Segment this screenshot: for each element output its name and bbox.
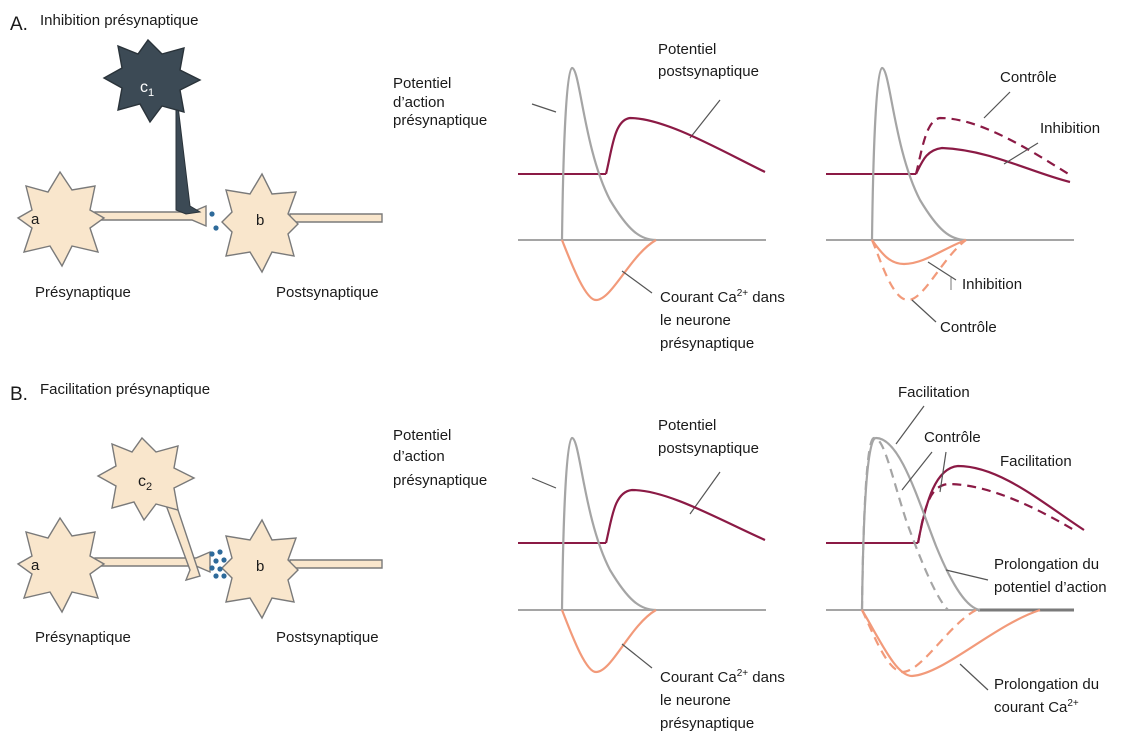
psp-leader-line bbox=[689, 99, 721, 139]
postsynaptic-label: Postsynaptique bbox=[276, 284, 379, 301]
right-prolongation-ap-label: Prolongation du potentiel d’action bbox=[994, 556, 1107, 596]
psp-trace bbox=[604, 116, 766, 175]
neuron-b-label: b bbox=[256, 212, 264, 229]
inhibited-calcium-trace bbox=[871, 238, 967, 266]
panel-a: A. Inhibition présynaptique a b c1 Présy… bbox=[10, 12, 1100, 352]
inhibitory-axon bbox=[167, 98, 202, 215]
vesicle bbox=[213, 225, 219, 231]
right-control-label: Contrôle bbox=[924, 429, 981, 446]
control-psp-trace bbox=[916, 482, 1075, 544]
leader-line bbox=[895, 405, 925, 445]
panel-a-letter: A. bbox=[10, 14, 28, 35]
postsynaptic-axon bbox=[289, 559, 383, 569]
leader-line bbox=[945, 569, 989, 581]
right-inhibition-top-label: Inhibition bbox=[1040, 120, 1100, 137]
postsynaptic-neuron-b bbox=[221, 172, 299, 274]
leader-line bbox=[901, 451, 933, 491]
vesicle bbox=[209, 211, 215, 217]
ap-leader-line bbox=[531, 103, 557, 113]
psp-label: Potentiel postsynaptique bbox=[658, 417, 759, 457]
ca-leader-line bbox=[621, 643, 653, 669]
panel-a-middle-traces: Potentiel d’action présynaptique Potenti… bbox=[393, 41, 789, 352]
ca-label: Courant Ca2+ dans le neurone présynaptiq… bbox=[660, 668, 789, 732]
right-facilitation-psp-label: Facilitation bbox=[1000, 453, 1072, 470]
neuron-a-label: a bbox=[31, 557, 40, 574]
right-facilitation-top-label: Facilitation bbox=[898, 384, 970, 401]
leader-line bbox=[983, 91, 1011, 119]
ap-label: Potentiel d’action présynaptique bbox=[393, 75, 487, 129]
right-control-bottom-label: Contrôle bbox=[940, 319, 997, 336]
leader-line bbox=[959, 663, 989, 691]
leader-line bbox=[939, 451, 947, 493]
panel-b-right-traces: Facilitation Contrôle Facilitation Prolo… bbox=[826, 384, 1107, 716]
presynaptic-neuron-a bbox=[16, 516, 106, 614]
ca-label: Courant Ca2+ dans le neurone présynaptiq… bbox=[660, 288, 789, 352]
panel-b-middle-traces: Potentiel d’action présynaptique Potenti… bbox=[393, 417, 789, 732]
inhibited-psp-trace bbox=[915, 146, 1071, 184]
panel-a-right-traces: Contrôle Inhibition Inhibition Contrôle bbox=[826, 66, 1100, 336]
neuron-b-label: b bbox=[256, 558, 264, 575]
right-inhibition-bottom-label: Inhibition bbox=[962, 276, 1022, 293]
neuron-c2-label: c2 bbox=[138, 473, 152, 493]
presynaptic-label: Présynaptique bbox=[35, 284, 131, 301]
ap-leader-line bbox=[531, 477, 557, 489]
control-psp-trace bbox=[914, 116, 1071, 176]
calcium-current-trace bbox=[560, 609, 657, 674]
facilitated-psp-trace bbox=[916, 464, 1085, 544]
leader-line bbox=[1003, 142, 1039, 165]
ap-label: Potentiel d’action présynaptique bbox=[393, 427, 487, 489]
calcium-current-trace bbox=[560, 239, 657, 302]
right-prolongation-ca-label: Prolongation du courant Ca2+ bbox=[994, 676, 1103, 716]
prolonged-calcium-trace bbox=[861, 608, 1041, 678]
psp-label: Potentiel postsynaptique bbox=[658, 41, 759, 80]
postsynaptic-neuron-b bbox=[221, 518, 299, 620]
prolonged-ap-trace bbox=[860, 436, 981, 612]
action-potential-trace bbox=[560, 436, 657, 612]
neuron-a-label: a bbox=[31, 211, 40, 228]
inhibitory-neuron-c1 bbox=[102, 38, 202, 124]
presynaptic-label: Présynaptique bbox=[35, 629, 131, 646]
ca-leader-line bbox=[621, 270, 653, 294]
panel-b: B. Facilitation présynaptique a b c2 Pré… bbox=[10, 381, 1107, 732]
postsynaptic-axon bbox=[289, 213, 383, 223]
action-potential-trace-right bbox=[870, 66, 967, 242]
neuron-c1-label: c1 bbox=[140, 79, 154, 99]
psp-trace bbox=[604, 488, 766, 544]
panel-a-neuron-schematic: a b c1 Présynaptique Postsynaptique bbox=[16, 38, 383, 301]
action-potential-trace bbox=[560, 66, 657, 242]
facilitatory-neuron-c2 bbox=[96, 436, 196, 522]
panel-a-title: Inhibition présynaptique bbox=[40, 12, 198, 29]
panel-b-neuron-schematic: a b c2 Présynaptique Postsynaptique bbox=[16, 436, 383, 646]
vesicle-cluster bbox=[209, 549, 227, 579]
panel-b-letter: B. bbox=[10, 384, 28, 405]
presynaptic-neuron-a bbox=[16, 170, 106, 268]
right-control-top-label: Contrôle bbox=[1000, 69, 1057, 86]
panel-b-title: Facilitation présynaptique bbox=[40, 381, 210, 398]
control-ap-trace bbox=[860, 436, 949, 611]
leader-line bbox=[911, 299, 937, 323]
postsynaptic-label: Postsynaptique bbox=[276, 629, 379, 646]
control-calcium-trace bbox=[870, 239, 967, 302]
